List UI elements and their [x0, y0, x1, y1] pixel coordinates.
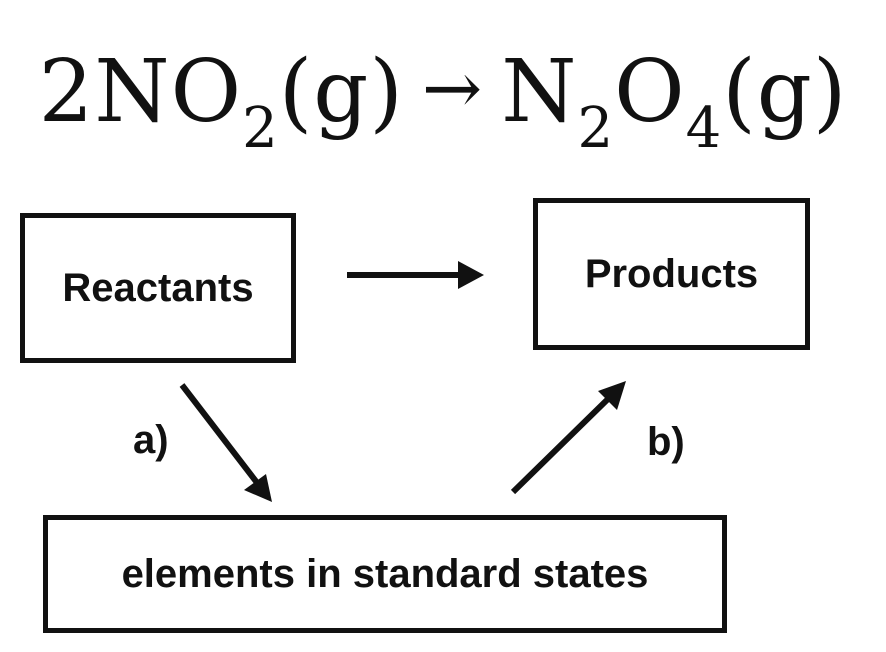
equation-product-state: (g) [722, 42, 848, 142]
reaction-equation: 2NO2(g)→N2O4(g) [0, 28, 886, 157]
direct-arrow [347, 261, 484, 289]
step-a-arrow [179, 383, 272, 502]
products-box: Products [533, 198, 810, 350]
elements-label: elements in standard states [121, 551, 649, 596]
products-label: Products [584, 251, 759, 296]
step-b-label: b) [647, 420, 685, 464]
equation-product-n: N [501, 42, 578, 142]
equation-reactant-state: (g) [278, 42, 404, 142]
equation-arrow: → [421, 46, 484, 130]
step-a-label: a) [133, 418, 169, 462]
equation-reactant: NO [94, 42, 243, 142]
equation-product-o: O [614, 42, 686, 142]
equation-coefficient: 2 [38, 42, 95, 142]
equation-product-n-subscript: 2 [577, 96, 615, 161]
elements-box: elements in standard states [43, 515, 727, 633]
equation-reactant-subscript: 2 [242, 96, 279, 161]
reactants-box: Reactants [20, 213, 296, 363]
step-b-arrow [510, 381, 626, 495]
reactants-label: Reactants [62, 265, 254, 310]
equation-product-o-subscript: 4 [685, 96, 723, 161]
